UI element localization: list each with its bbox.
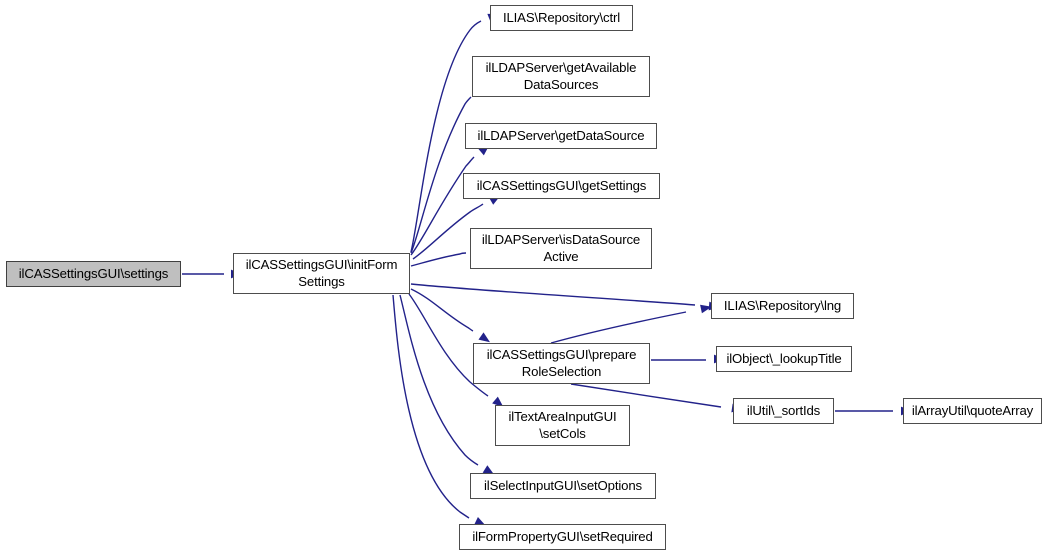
graph-node-label: ilObject\_lookupTitle — [726, 350, 842, 366]
graph-node-quoteArray[interactable]: ilArrayUtil\quoteArray — [903, 398, 1042, 424]
graph-node-lookupTitle[interactable]: ilObject\_lookupTitle — [716, 346, 852, 372]
graph-node-sortIds[interactable]: ilUtil\_sortIds — [733, 398, 834, 424]
graph-node-label: ilCASSettingsGUI\prepare RoleSelection — [486, 347, 637, 379]
graph-node-label: ILIAS\Repository\lng — [723, 297, 842, 313]
graph-node-prepareRoleSelection[interactable]: ilCASSettingsGUI\prepare RoleSelection — [473, 343, 650, 384]
graph-node-lng[interactable]: ILIAS\Repository\lng — [711, 293, 854, 319]
graph-node-label: ilCASSettingsGUI\initForm Settings — [245, 257, 398, 289]
graph-node-isDataSourceActive[interactable]: ilLDAPServer\isDataSource Active — [470, 228, 652, 269]
graph-node-setCols[interactable]: ilTextAreaInputGUI \setCols — [495, 405, 630, 446]
graph-node-setRequired[interactable]: ilFormPropertyGUI\setRequired — [459, 524, 666, 550]
graph-edge-initFormSettings-lng — [410, 283, 720, 311]
graph-node-getDataSource[interactable]: ilLDAPServer\getDataSource — [465, 123, 657, 149]
graph-node-getSettings[interactable]: ilCASSettingsGUI\getSettings — [463, 173, 660, 199]
graph-edge-initFormSettings-setOptions — [399, 294, 495, 475]
graph-node-setOptions[interactable]: ilSelectInputGUI\setOptions — [470, 473, 656, 499]
graph-node-label: ilLDAPServer\getAvailable DataSources — [485, 60, 637, 92]
graph-node-label: ilTextAreaInputGUI \setCols — [508, 409, 617, 441]
graph-node-initFormSettings[interactable]: ilCASSettingsGUI\initForm Settings — [233, 253, 410, 294]
graph-node-label: ilUtil\_sortIds — [746, 402, 821, 418]
graph-edge-prepareRoleSelection-lookupTitle — [651, 354, 725, 364]
graph-node-label: ilFormPropertyGUI\setRequired — [472, 528, 653, 544]
graph-node-label: ilSelectInputGUI\setOptions — [484, 477, 642, 493]
graph-edge-initFormSettings-prepareRoleSelection — [410, 288, 491, 343]
graph-node-getAvailableDataSources[interactable]: ilLDAPServer\getAvailable DataSources — [472, 56, 650, 97]
graph-node-settings[interactable]: ilCASSettingsGUI\settings — [6, 261, 181, 287]
graph-node-label: ilLDAPServer\getDataSource — [477, 127, 645, 143]
graph-node-label: ilCASSettingsGUI\settings — [18, 265, 169, 281]
graph-node-label: ilCASSettingsGUI\getSettings — [476, 177, 647, 193]
graph-edge-prepareRoleSelection-lng — [550, 304, 712, 344]
graph-edge-sortIds-quoteArray — [835, 406, 912, 416]
graph-node-label: ilLDAPServer\isDataSource Active — [481, 232, 641, 264]
graph-node-label: ILIAS\Repository\ctrl — [502, 9, 621, 25]
graph-node-label: ilArrayUtil\quoteArray — [911, 402, 1034, 418]
graph-node-ctrl[interactable]: ILIAS\Repository\ctrl — [490, 5, 633, 31]
